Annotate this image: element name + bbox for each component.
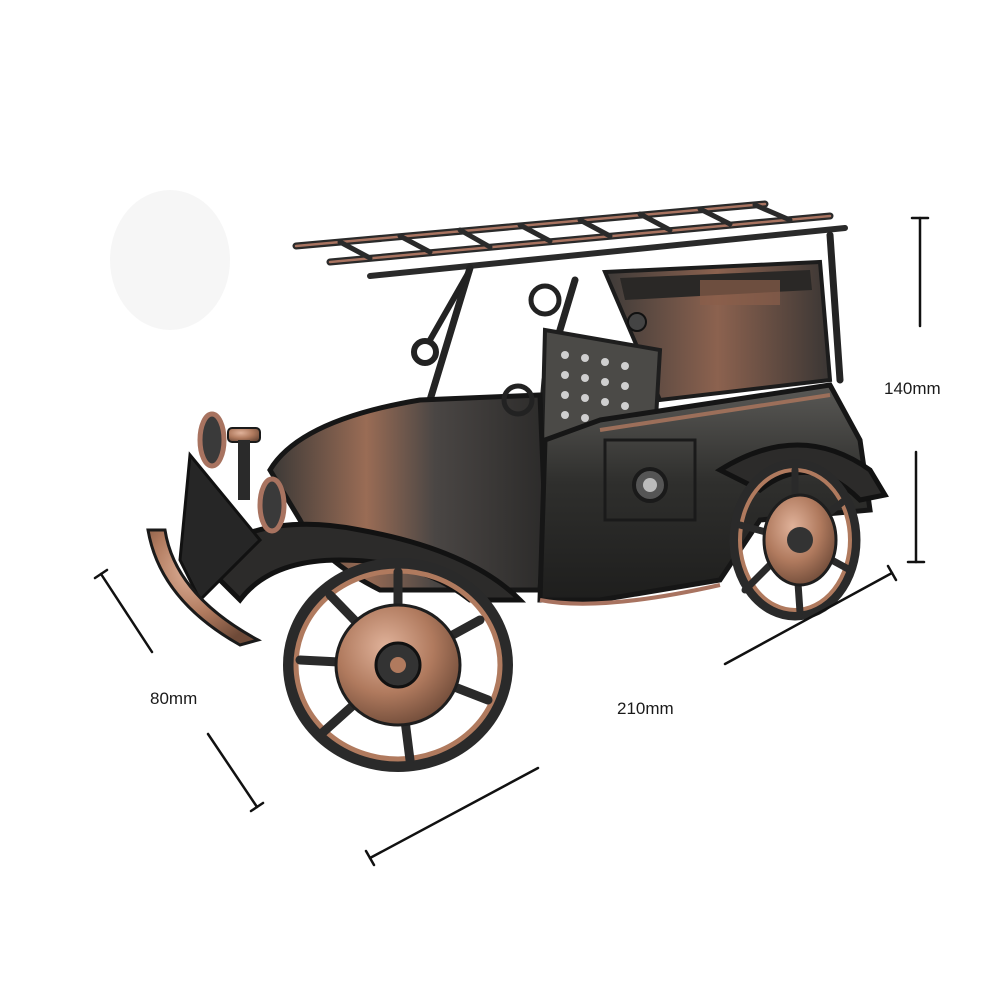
rear-wheel <box>729 459 861 621</box>
depth-line-upper <box>99 572 154 654</box>
depth-dimension-label: 80mm <box>150 689 198 708</box>
front-bumper <box>146 528 262 647</box>
dimension-lines <box>93 216 930 867</box>
height-dimension-label: 140mm <box>884 379 941 398</box>
front-wheel <box>283 558 513 772</box>
rear-box <box>602 259 833 403</box>
width-line-lower <box>368 766 540 860</box>
radiator-headlights <box>178 411 287 603</box>
width-dimension-label: 210mm <box>617 699 674 718</box>
background-smudge <box>110 190 230 330</box>
width-line-upper <box>723 571 894 666</box>
windscreen <box>411 268 562 417</box>
depth-line-lower <box>206 732 259 809</box>
ladder-rack <box>292 200 848 279</box>
front-fender <box>196 521 527 604</box>
